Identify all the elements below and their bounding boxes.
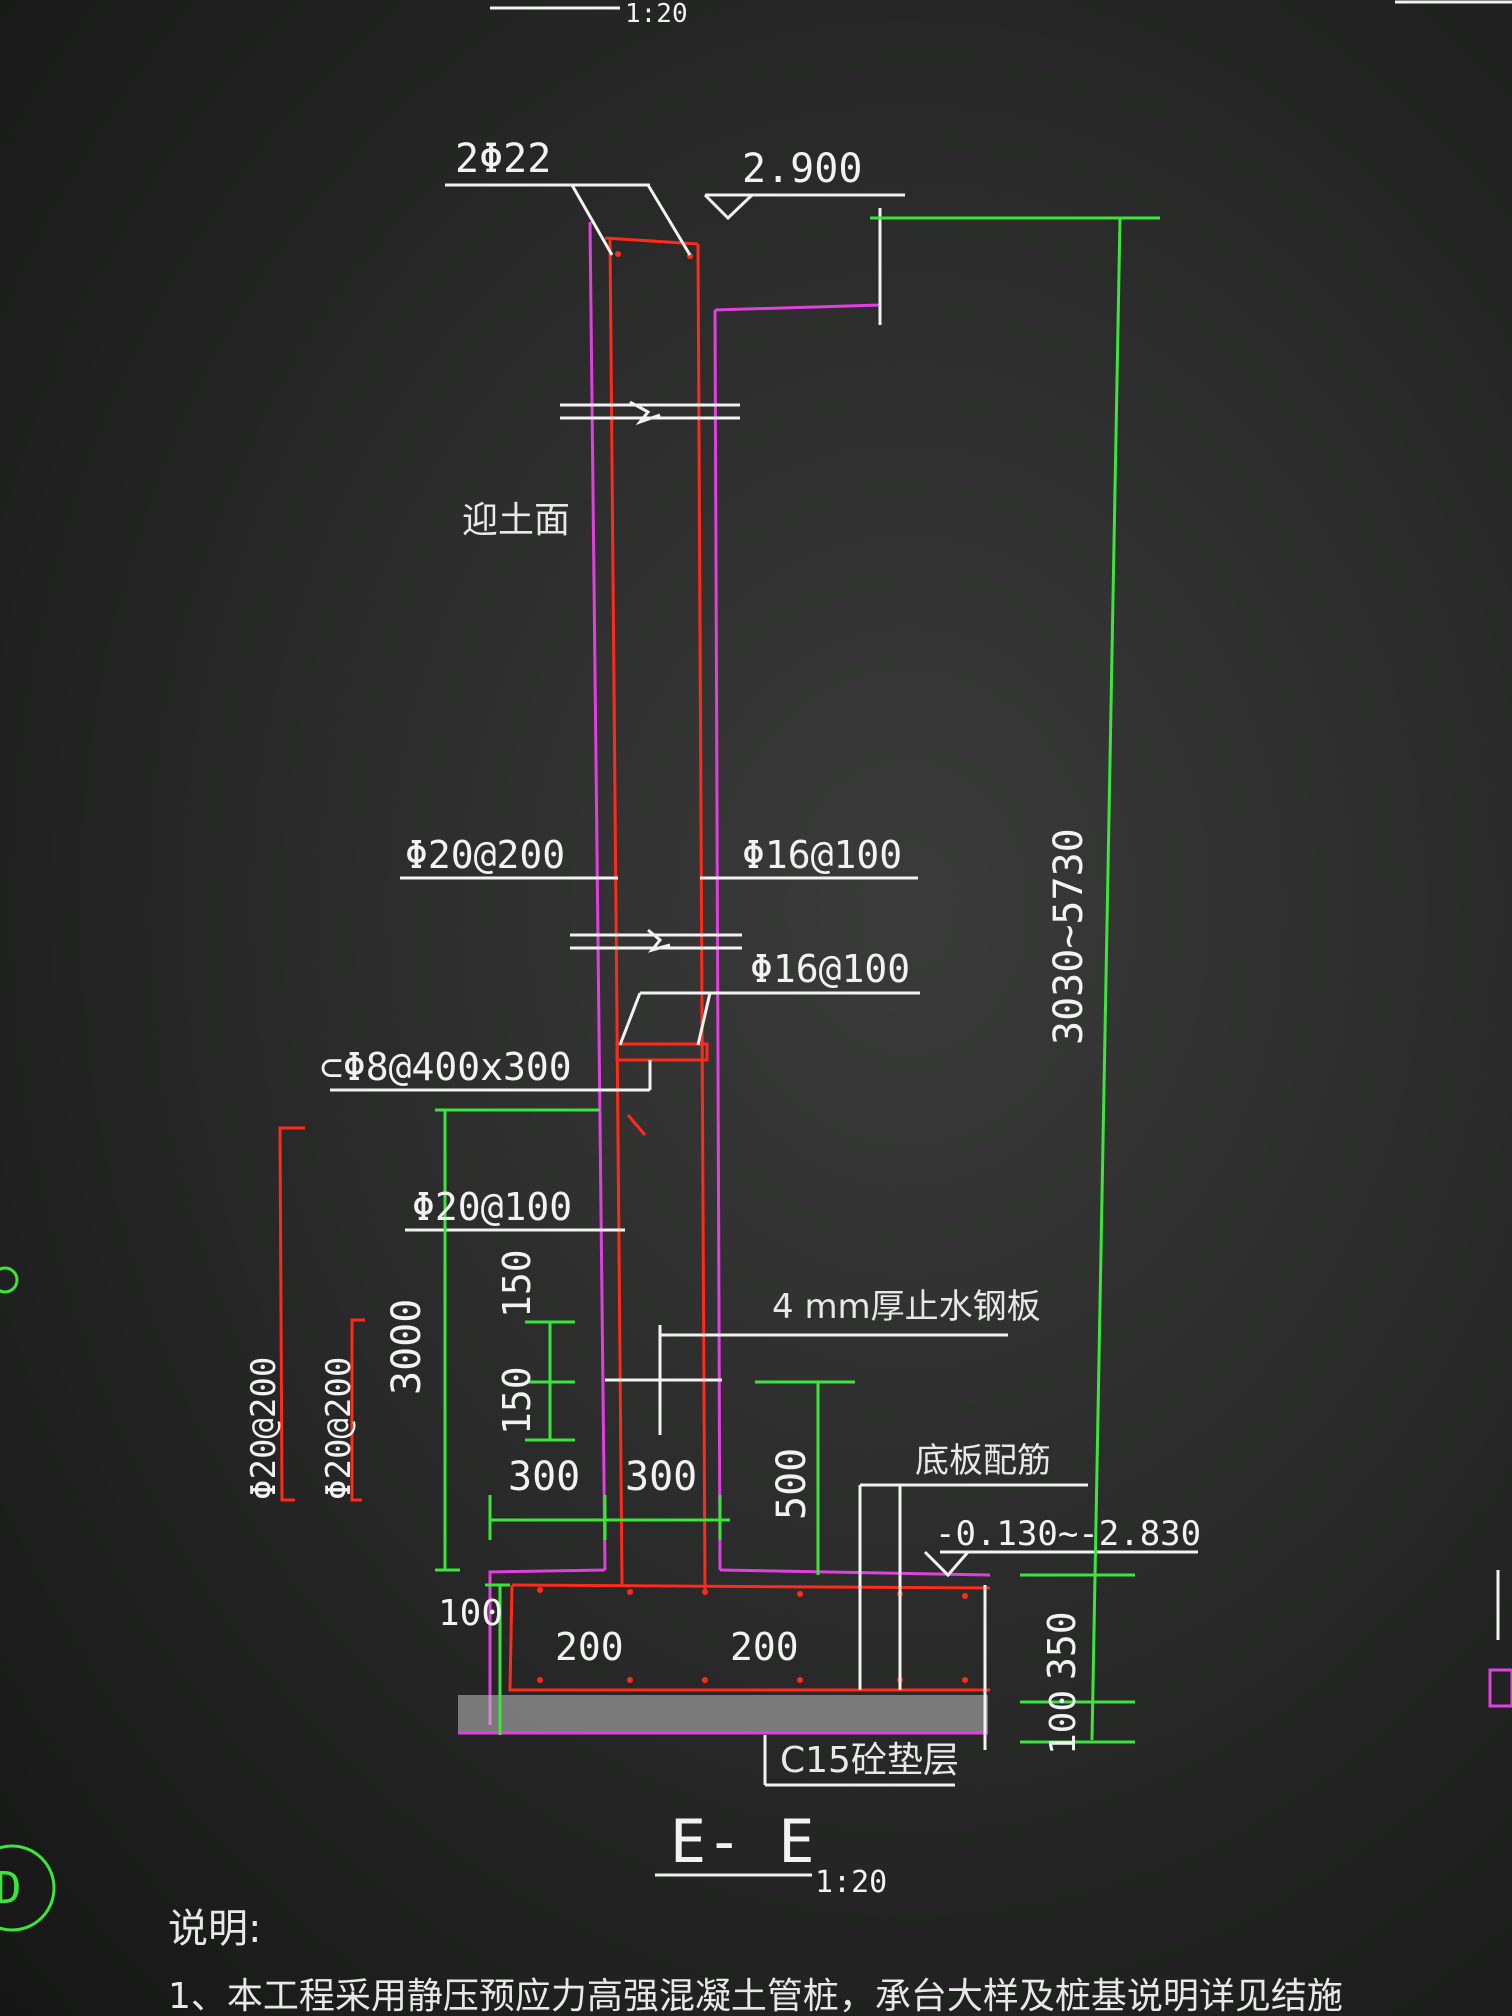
leader-lines — [330, 183, 1198, 1877]
outer-vertical-bar-label: Φ20@200 — [405, 833, 565, 877]
slab-elevation-label: -0.130~-2.830 — [935, 1514, 1201, 1554]
dim-150-b: 150 — [495, 1366, 539, 1435]
dim-100-left: 100 — [438, 1593, 503, 1634]
top-scale-text: 1:20 — [625, 0, 688, 29]
section-title: E- E — [670, 1807, 815, 1877]
note-heading: 说明: — [168, 1906, 261, 1952]
dim-300-left: 300 — [508, 1454, 580, 1500]
left-bar-outer-label: Φ20@200 — [244, 1357, 284, 1500]
inner-vertical-bar-label: Φ16@100 — [742, 833, 902, 877]
dimension-lines — [435, 216, 1160, 1744]
dim-300-right: 300 — [625, 1454, 697, 1500]
grid-bubble — [0, 1844, 56, 1932]
cushion-label: C15砼垫层 — [780, 1740, 959, 1781]
dim-3000: 3000 — [384, 1299, 430, 1395]
dim-200-left: 200 — [555, 1625, 624, 1669]
soil-face-label: 迎土面 — [462, 500, 570, 541]
dim-100-right: 100 — [1043, 1690, 1084, 1755]
grid-bubble-label: D — [0, 1863, 22, 1914]
note-line-1: 1、本工程采用静压预应力高强混凝土管桩，承台大样及桩基说明详见结施 — [168, 1976, 1343, 2016]
outer-bar-lower-label: Φ20@100 — [412, 1185, 572, 1229]
dim-200-right: 200 — [730, 1625, 799, 1669]
dim-150-a: 150 — [495, 1249, 539, 1318]
dim-350: 350 — [1040, 1611, 1084, 1680]
dim-500: 500 — [769, 1448, 815, 1520]
cushion-layer — [458, 1695, 988, 1733]
top-rebar-label: 2Φ22 — [455, 136, 551, 182]
tie-bar-label: ⊂Φ8@400x300 — [320, 1045, 572, 1089]
rebar-lines — [508, 236, 991, 1692]
horizontal-bar-label: Φ16@100 — [750, 947, 910, 991]
waterstop-label: 4 mm厚止水钢板 — [772, 1287, 1041, 1327]
base-slab-label: 底板配筋 — [915, 1441, 1051, 1481]
right-edge-box — [1488, 1668, 1512, 1708]
left-bar-inner-label: Φ20@200 — [319, 1357, 359, 1500]
left-brackets — [278, 1126, 365, 1502]
section-scale: 1:20 — [815, 1865, 887, 1900]
top-elevation-label: 2.900 — [742, 146, 862, 192]
grid-bubble-partial — [0, 1266, 19, 1294]
height-range-label: 3030~5730 — [1046, 828, 1092, 1045]
wall-outline — [488, 221, 991, 1725]
